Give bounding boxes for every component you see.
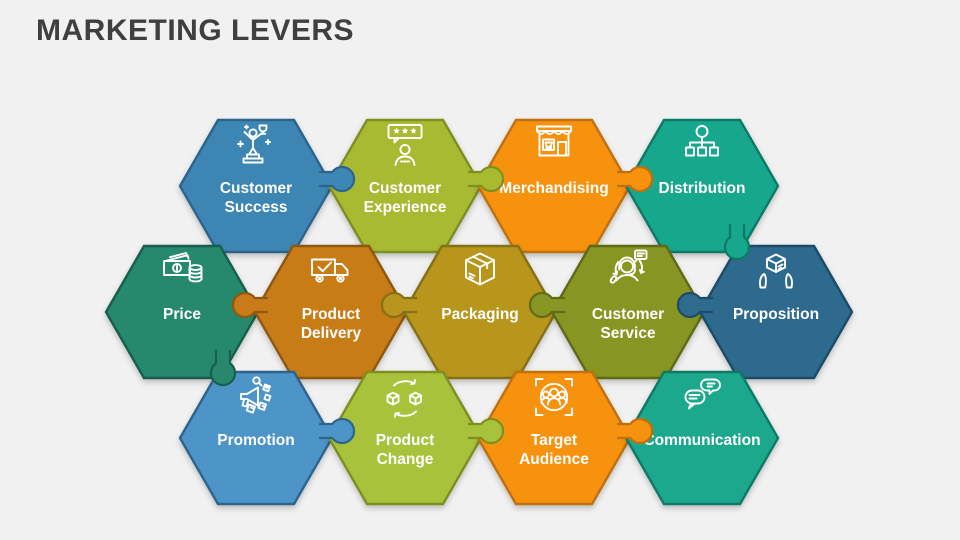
puzzle-knob-target-audience bbox=[617, 417, 654, 445]
puzzle-knob-merchandising bbox=[617, 165, 654, 193]
hex-label-communication: Communication bbox=[643, 432, 760, 449]
hex-merchandising: Merchandising bbox=[476, 118, 632, 254]
hex-shape bbox=[624, 370, 780, 506]
puzzle-knob-product-delivery bbox=[231, 291, 268, 319]
slide-title: MARKETING LEVERS bbox=[36, 14, 355, 47]
puzzle-knob-distribution bbox=[723, 224, 751, 261]
puzzle-knob-product-change bbox=[468, 417, 505, 445]
hex-communication: Communication bbox=[624, 370, 780, 506]
puzzle-knob-packaging bbox=[380, 291, 417, 319]
hex-promotion: Promotion bbox=[178, 370, 334, 506]
hex-label-distribution: Distribution bbox=[659, 180, 746, 197]
puzzle-knob-customer-success bbox=[319, 165, 356, 193]
hex-proposition: Proposition bbox=[698, 244, 854, 380]
puzzle-knob-price bbox=[209, 350, 237, 387]
puzzle-knob-promotion bbox=[319, 417, 356, 445]
hex-label-packaging: Packaging bbox=[441, 306, 519, 323]
hex-label-price: Price bbox=[163, 306, 201, 323]
hex-label-promotion: Promotion bbox=[217, 432, 295, 449]
puzzle-knob-customer-service bbox=[528, 291, 565, 319]
hex-label-proposition: Proposition bbox=[733, 306, 819, 323]
hex-distribution: Distribution bbox=[624, 118, 780, 254]
puzzle-knob-customer-experience bbox=[468, 165, 505, 193]
puzzle-knob-proposition bbox=[676, 291, 713, 319]
hex-label-merchandising: Merchandising bbox=[499, 180, 608, 197]
